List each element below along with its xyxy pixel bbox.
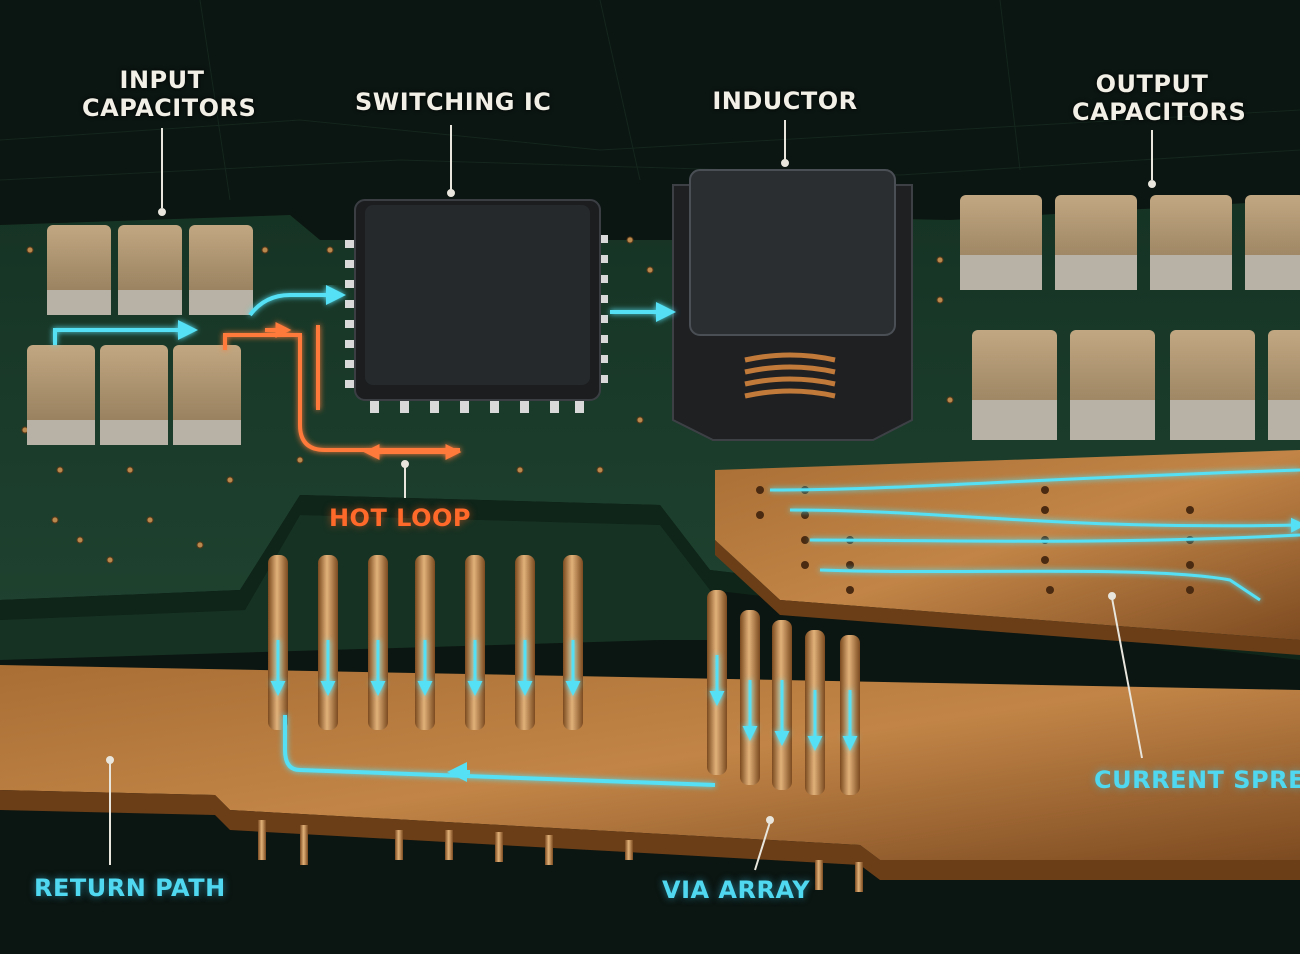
- input-capacitors-label: INPUT CAPACITORS: [82, 66, 257, 122]
- output-copper-pour: [715, 450, 1300, 640]
- inductor: [672, 169, 913, 441]
- input-capacitors: [27, 225, 253, 445]
- return-path-label: RETURN PATH: [34, 874, 226, 902]
- switching-ic-label: SWITCHING IC: [355, 88, 552, 116]
- input-capacitors-label-line2: CAPACITORS: [82, 94, 257, 122]
- current-spread-label: CURRENT SPREAD: [1094, 766, 1300, 794]
- current-spread-lines: [769, 468, 1300, 602]
- hot-loop-path: [223, 322, 462, 460]
- output-capacitors-label-line2: CAPACITORS: [1072, 98, 1247, 126]
- inductor-label: INDUCTOR: [712, 87, 858, 115]
- via-array-label: VIA ARRAY: [662, 876, 811, 904]
- output-capacitors: [960, 195, 1300, 440]
- input-current-arrows: [53, 285, 676, 345]
- return-path-arrow: [283, 715, 716, 787]
- input-capacitors-label-line1: INPUT: [119, 66, 205, 94]
- output-capacitors-label: OUTPUT CAPACITORS: [1072, 70, 1247, 126]
- hot-loop-label: HOT LOOP: [328, 504, 472, 532]
- label-leader-lines: [106, 120, 1156, 871]
- switching-ic: [345, 199, 608, 413]
- output-capacitors-label-line1: OUTPUT: [1095, 70, 1209, 98]
